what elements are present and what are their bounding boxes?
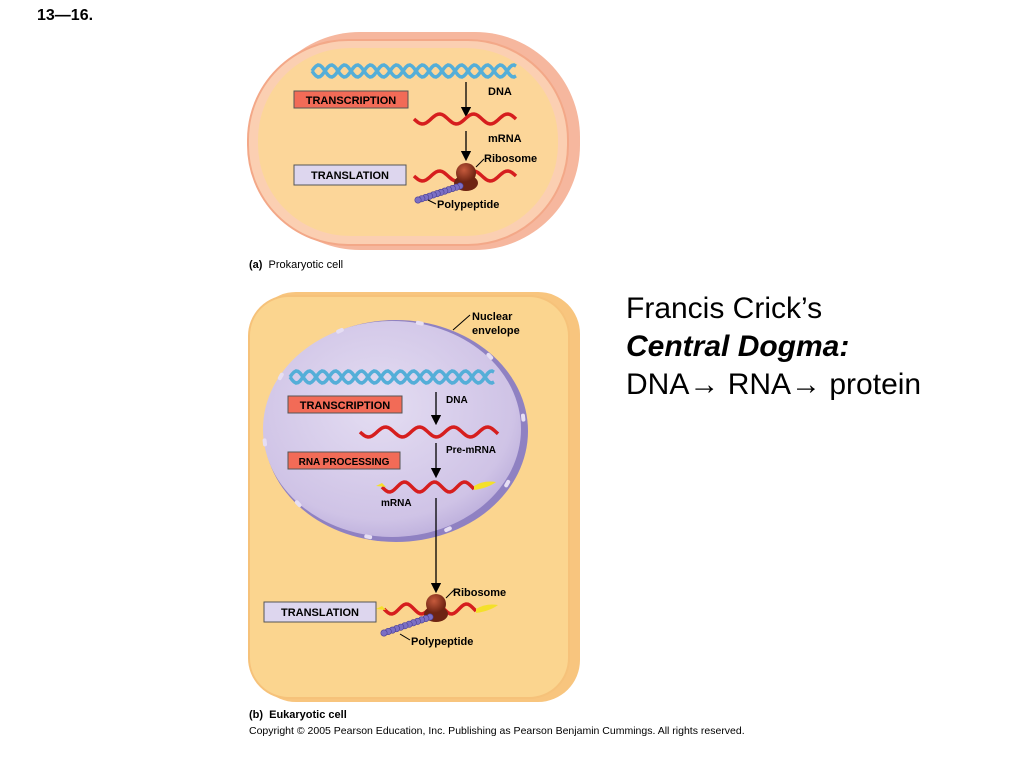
mrna-cap [376,606,386,610]
prokaryotic-polypeptide [414,182,464,204]
nuclear-envelope-leader [452,314,471,331]
pre-mrna [358,425,500,439]
right-arrow-icon: → [689,368,720,401]
eukaryotic-cell: Nuclear envelope TRANSCRIPTION RNA PROCE… [248,292,580,721]
right-arrow-icon: → [791,368,822,401]
translation-label: TRANSLATION [311,170,389,182]
dogma-dna: DNA [626,368,690,401]
mrna-poly-a-tail [476,604,498,613]
nuclear-pore [294,500,302,508]
mature-mrna [380,480,476,494]
polypeptide-leader [427,199,437,205]
nuclear-pore [336,327,344,334]
eukaryotic-dna-helix [288,369,495,385]
eukaryotic-caption: (b) Eukaryotic cell [249,709,347,721]
rna-processing-box [287,451,401,470]
mrna-label: mRNA [488,133,522,145]
prokaryotic-cell: TRANSCRIPTION TRANSLATION DNA mRNA Ribos… [247,32,580,271]
nuclear-pore [277,372,284,381]
central-dogma-text: Francis Crick’s Central Dogma: DNA→ RNA→… [626,290,921,404]
polypeptide-label: Polypeptide [411,636,473,648]
dna-label: DNA [446,395,468,406]
central-dogma-heading: Central Dogma: [626,330,850,363]
ribosome-leader [445,589,455,599]
dogma-rna: RNA [727,368,792,401]
polypeptide-leader [399,633,411,641]
translation-box [293,164,407,186]
ribosome-leader [475,158,485,168]
translation-label: TRANSLATION [281,607,359,619]
dogma-protein: protein [829,368,922,401]
caption-text: Eukaryotic cell [269,709,347,721]
prokaryotic-dna-helix [310,63,517,79]
nuclear-pore [504,479,511,488]
dogma-flow: DNA→ RNA→ protein [626,366,921,404]
mrna-poly-a-tail [474,481,496,490]
nuclear-envelope-label-line2: envelope [472,325,520,337]
nuclear-envelope-label-line1: Nuclear [472,311,513,323]
dna-strand-b [310,63,517,79]
pre-mrna-label: Pre-mRNA [446,445,496,456]
ribosome-label: Ribosome [453,587,506,599]
ribosome-icon [426,594,446,614]
nuclear-pore [364,534,373,540]
nuclear-pore [520,413,526,422]
nuclear-pore [262,438,268,447]
nuclear-pores [262,320,526,540]
transcription-label: TRANSCRIPTION [300,400,391,412]
nuclear-pore [444,526,452,533]
mrna-cap [376,483,386,487]
polypeptide-label: Polypeptide [437,199,499,211]
eukaryotic-polypeptide [380,613,434,637]
caption-text: Prokaryotic cell [269,259,344,271]
prokaryotic-caption: (a) Prokaryotic cell [249,259,343,271]
transcription-box [293,90,409,109]
caption-letter: (b) [249,709,263,721]
ribosome-label: Ribosome [484,153,537,165]
nuclear-pore [486,352,494,360]
copyright-notice: Copyright © 2005 Pearson Education, Inc.… [249,725,745,737]
slide-number: 13—16. [37,7,94,24]
rna-processing-label: RNA PROCESSING [299,457,390,468]
transcription-box [287,395,403,414]
amino-acid-bead [414,196,422,204]
caption-letter: (a) [249,259,263,271]
mrna-label: mRNA [381,498,412,509]
transcription-label: TRANSCRIPTION [306,95,397,107]
ribosome-icon [456,163,476,183]
dna-strand-b [288,369,495,385]
dna-label: DNA [488,86,512,98]
amino-acid-bead [380,629,388,637]
nuclear-pore [415,320,424,326]
prokaryotic-mrna [412,112,518,126]
translation-box [263,601,377,623]
crick-title: Francis Crick’s [626,292,823,325]
